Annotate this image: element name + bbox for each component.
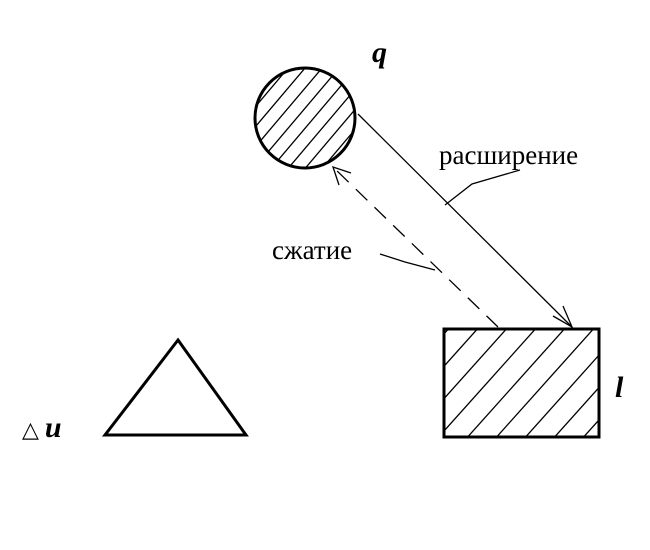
rectangle-hatching [444,329,599,437]
delta-u-variable: u [45,411,62,444]
rectangle-l-outline [442,327,601,439]
label-compression: сжатие [272,235,352,265]
circle-q-outline [253,66,357,170]
node-q [253,66,357,170]
arrowhead-compression [331,165,352,186]
delta-symbol: △ [22,417,39,442]
leader-expansion [444,169,521,206]
arrowhead-expansion [552,305,574,329]
leader-compression [379,253,436,271]
triangle-delta-u [101,337,249,437]
arrow-expansion [357,113,574,329]
arrow-compression [331,165,499,328]
label-delta-u: △ u [22,411,62,444]
node-l [442,327,601,439]
label-expansion: расширение [439,140,578,170]
label-l: l [615,371,624,404]
label-q: q [372,36,387,69]
